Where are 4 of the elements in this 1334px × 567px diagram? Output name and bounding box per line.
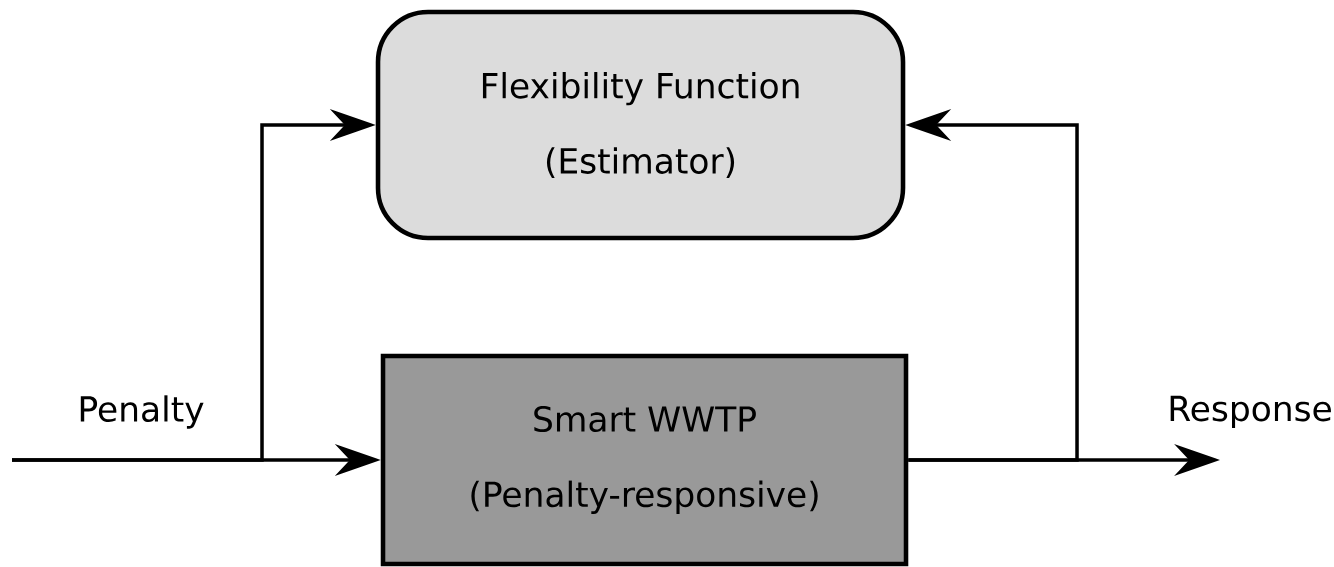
- edge-label: Penalty: [80, 395, 204, 429]
- process-box: Smart WWTP (Penalty-responsive): [380, 353, 909, 567]
- edge-label: Response: [1170, 395, 1331, 429]
- rounded-box: Flexibility Function (Estimator): [375, 9, 906, 241]
